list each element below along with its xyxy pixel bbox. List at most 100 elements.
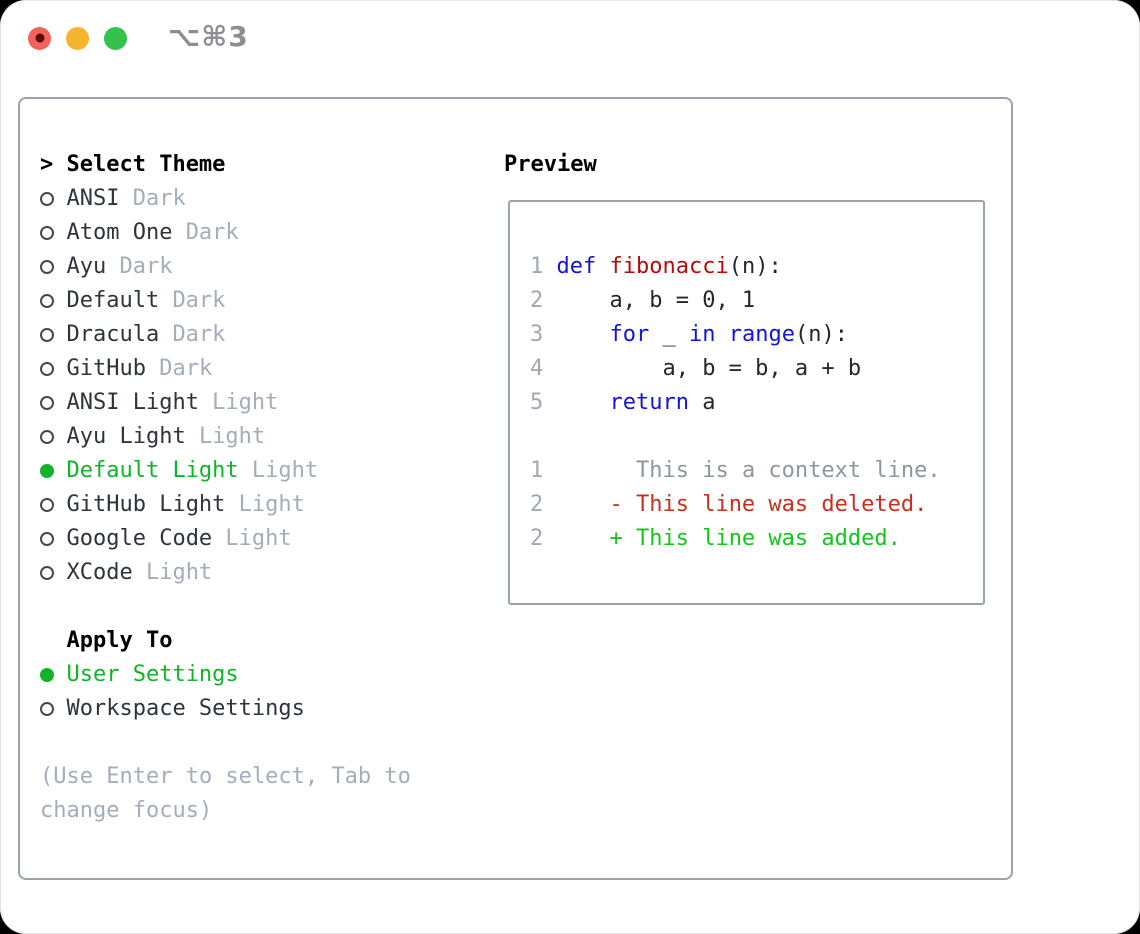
code-line: 3 for _ in range(n):	[530, 318, 983, 352]
theme-name: ANSI Light	[66, 390, 199, 415]
theme-name: XCode	[66, 560, 133, 585]
theme-option-default-light-light[interactable]: Default Light Light	[40, 454, 411, 488]
code-line	[530, 420, 983, 454]
code-token: - This line was deleted.	[609, 492, 928, 517]
theme-variant-badge: Dark	[159, 356, 213, 381]
theme-option-ansi-dark[interactable]: ANSI Dark	[40, 182, 411, 216]
theme-variant-badge: Light	[145, 560, 213, 585]
radio-icon	[40, 396, 66, 410]
radio-ring	[40, 226, 54, 240]
radio-ring	[40, 362, 54, 376]
spacer	[40, 726, 411, 760]
radio-icon	[40, 328, 66, 342]
theme-variant-badge: Light	[251, 458, 319, 483]
radio-ring	[40, 532, 54, 546]
theme-variant-badge: Dark	[119, 254, 173, 279]
code-line: 2 + This line was added.	[530, 522, 983, 556]
code-token: 5	[530, 390, 557, 415]
code-token: 2	[530, 288, 557, 313]
close-button-icon[interactable]	[28, 26, 51, 50]
radio-icon	[40, 532, 66, 546]
theme-option-google-code-light[interactable]: Google Code Light	[40, 522, 411, 556]
radio-icon	[40, 192, 66, 206]
theme-option-xcode-light[interactable]: XCode Light	[40, 556, 411, 590]
radio-ring	[40, 396, 54, 410]
code-token: 1	[530, 254, 557, 279]
selected-radio-icon	[40, 464, 66, 478]
theme-option-ayu-dark[interactable]: Ayu Dark	[40, 250, 411, 284]
radio-icon	[40, 702, 66, 716]
code-token: 3	[530, 322, 557, 347]
selected-radio-icon	[40, 668, 66, 682]
code-line: 2 - This line was deleted.	[530, 488, 983, 522]
zoom-button-icon[interactable]	[104, 26, 127, 50]
radio-ring	[40, 192, 54, 206]
preview-title: Preview	[504, 152, 597, 177]
radio-ring	[40, 328, 54, 342]
hint-line-1: (Use Enter to select, Tab to	[40, 764, 411, 789]
theme-name: Ayu	[66, 254, 107, 279]
spacer	[40, 590, 411, 624]
code-token	[557, 492, 610, 517]
theme-variant-badge: Light	[198, 424, 266, 449]
code-token: 1	[530, 458, 557, 483]
code-token: a, b = b, a + b	[556, 356, 862, 381]
code-line: 4 a, b = b, a + b	[530, 352, 983, 386]
apply-option-workspace-settings[interactable]: Workspace Settings	[40, 692, 411, 726]
apply-option-user-settings[interactable]: User Settings	[40, 658, 411, 692]
apply-option-name: Workspace Settings	[66, 696, 305, 721]
code-token: return	[609, 390, 689, 415]
theme-variant-badge: Dark	[132, 186, 186, 211]
select-theme-title: Select Theme	[66, 152, 226, 177]
radio-ring	[40, 702, 54, 716]
radio-dot	[40, 464, 54, 478]
theme-variant-badge: Light	[225, 526, 292, 551]
theme-variant-badge: Light	[212, 390, 279, 415]
radio-icon	[40, 430, 66, 444]
code-token: def	[556, 254, 597, 279]
code-token	[557, 526, 610, 551]
prompt-caret-icon: >	[40, 152, 54, 177]
radio-ring	[40, 430, 54, 444]
code-token: in	[688, 322, 716, 347]
theme-name: Ayu Light	[66, 424, 186, 449]
code-line: 2 a, b = 0, 1	[530, 284, 983, 318]
code-token: (n):	[728, 254, 782, 279]
code-token: for	[609, 322, 650, 347]
code-line: 1 def fibonacci(n):	[530, 250, 983, 284]
code-token: (n):	[794, 322, 848, 347]
code-token: range	[728, 322, 795, 347]
theme-option-ansi-light-light[interactable]: ANSI Light Light	[40, 386, 411, 420]
theme-name: Google Code	[66, 526, 213, 551]
code-token	[557, 458, 636, 483]
radio-icon	[40, 226, 66, 240]
code-token: + This line was added.	[609, 526, 901, 551]
radio-icon	[40, 566, 66, 580]
theme-variant-badge: Dark	[172, 322, 226, 347]
radio-dot	[40, 668, 54, 682]
theme-variant-badge: Light	[238, 492, 305, 517]
code-token: This is a context line.	[635, 458, 941, 483]
radio-icon	[40, 498, 66, 512]
theme-name: Default Light	[66, 458, 239, 483]
theme-option-ayu-light-light[interactable]: Ayu Light Light	[40, 420, 411, 454]
theme-name: ANSI	[66, 186, 120, 211]
minimize-button-icon[interactable]	[66, 26, 89, 50]
select-theme-header: > Select Theme	[40, 148, 411, 182]
code-line: 5 return a	[530, 386, 983, 420]
radio-ring	[40, 498, 54, 512]
radio-icon	[40, 260, 66, 274]
code-token: _	[649, 322, 689, 347]
window-titlebar	[28, 26, 142, 50]
theme-variant-badge: Dark	[172, 288, 226, 313]
